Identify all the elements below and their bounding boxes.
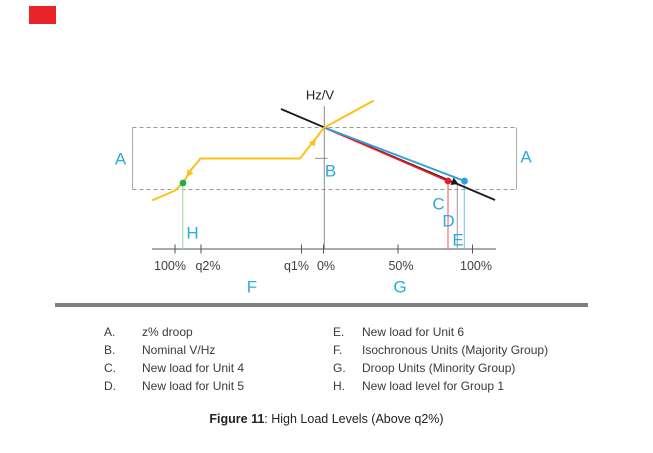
callout-c: C xyxy=(432,194,445,213)
blue-droop-line xyxy=(323,126,465,182)
legend-item-f: F. Isochronous Units (Majority Group) xyxy=(333,343,548,357)
legend-label: New load for Unit 4 xyxy=(142,361,245,375)
black-arrowhead-icon xyxy=(450,177,459,185)
red-annotation-marker xyxy=(29,6,56,24)
unit4-load-dot xyxy=(444,177,452,185)
y-axis-title: Hz/V xyxy=(305,87,335,103)
callout-d: D xyxy=(442,211,455,231)
unit6-load-dot xyxy=(461,177,468,185)
legend-label: Isochronous Units (Majority Group) xyxy=(362,343,549,357)
x-label-q1: q1% xyxy=(283,258,310,273)
yellow-arrowhead-up-icon xyxy=(308,139,316,147)
legend-item-d: D. New load for Unit 5 xyxy=(104,379,244,393)
legend-key: A. xyxy=(104,325,116,339)
legend-item-a: A. z% droop xyxy=(104,325,193,339)
x-label-100-left: 100% xyxy=(154,258,186,273)
figure-caption: Figure 11: High Load Levels (Above q2%) xyxy=(0,412,653,427)
x-label-q2: q2% xyxy=(195,258,221,273)
callout-g: G xyxy=(393,277,407,297)
legend-label: New load for Unit 6 xyxy=(362,325,465,339)
legend-key: E. xyxy=(333,325,345,339)
x-label-100-right: 100% xyxy=(460,258,492,273)
section-divider xyxy=(55,303,588,307)
legend-key: G. xyxy=(333,361,346,375)
legend-item-c: C. New load for Unit 4 xyxy=(104,361,244,375)
legend-label: Nominal V/Hz xyxy=(142,343,216,357)
legend-item-h: H. New load level for Group 1 xyxy=(333,379,504,393)
figure-caption-text: : High Load Levels (Above q2%) xyxy=(264,412,444,426)
legend-key: F. xyxy=(333,343,343,357)
legend-item-e: E. New load for Unit 6 xyxy=(333,325,464,339)
yellow-arrowhead-down-icon xyxy=(186,169,194,177)
callout-e: E xyxy=(452,230,464,249)
isochronous-curve xyxy=(152,100,374,201)
callout-f: F xyxy=(246,277,258,297)
figure-number: Figure 11 xyxy=(209,412,265,426)
legend-key: H. xyxy=(333,379,345,393)
legend-key: D. xyxy=(104,379,116,393)
x-label-50: 50% xyxy=(388,258,414,273)
red-droop-line xyxy=(323,126,449,182)
callout-a-right: A xyxy=(520,147,532,166)
legend-key: C. xyxy=(104,361,116,375)
group1-load-dot xyxy=(179,179,187,187)
callout-h: H xyxy=(186,223,199,243)
callout-a-left: A xyxy=(114,149,127,168)
callout-b: B xyxy=(324,161,337,181)
legend-label: z% droop xyxy=(142,325,193,339)
legend-key: B. xyxy=(104,343,116,357)
x-label-0: 0% xyxy=(316,258,336,273)
legend-item-b: B. Nominal V/Hz xyxy=(104,343,215,357)
legend-item-g: G. Droop Units (Minority Group) xyxy=(333,361,515,375)
legend-label: New load for Unit 5 xyxy=(142,379,245,393)
legend-label: New load level for Group 1 xyxy=(362,379,505,393)
legend-label: Droop Units (Minority Group) xyxy=(362,361,516,375)
